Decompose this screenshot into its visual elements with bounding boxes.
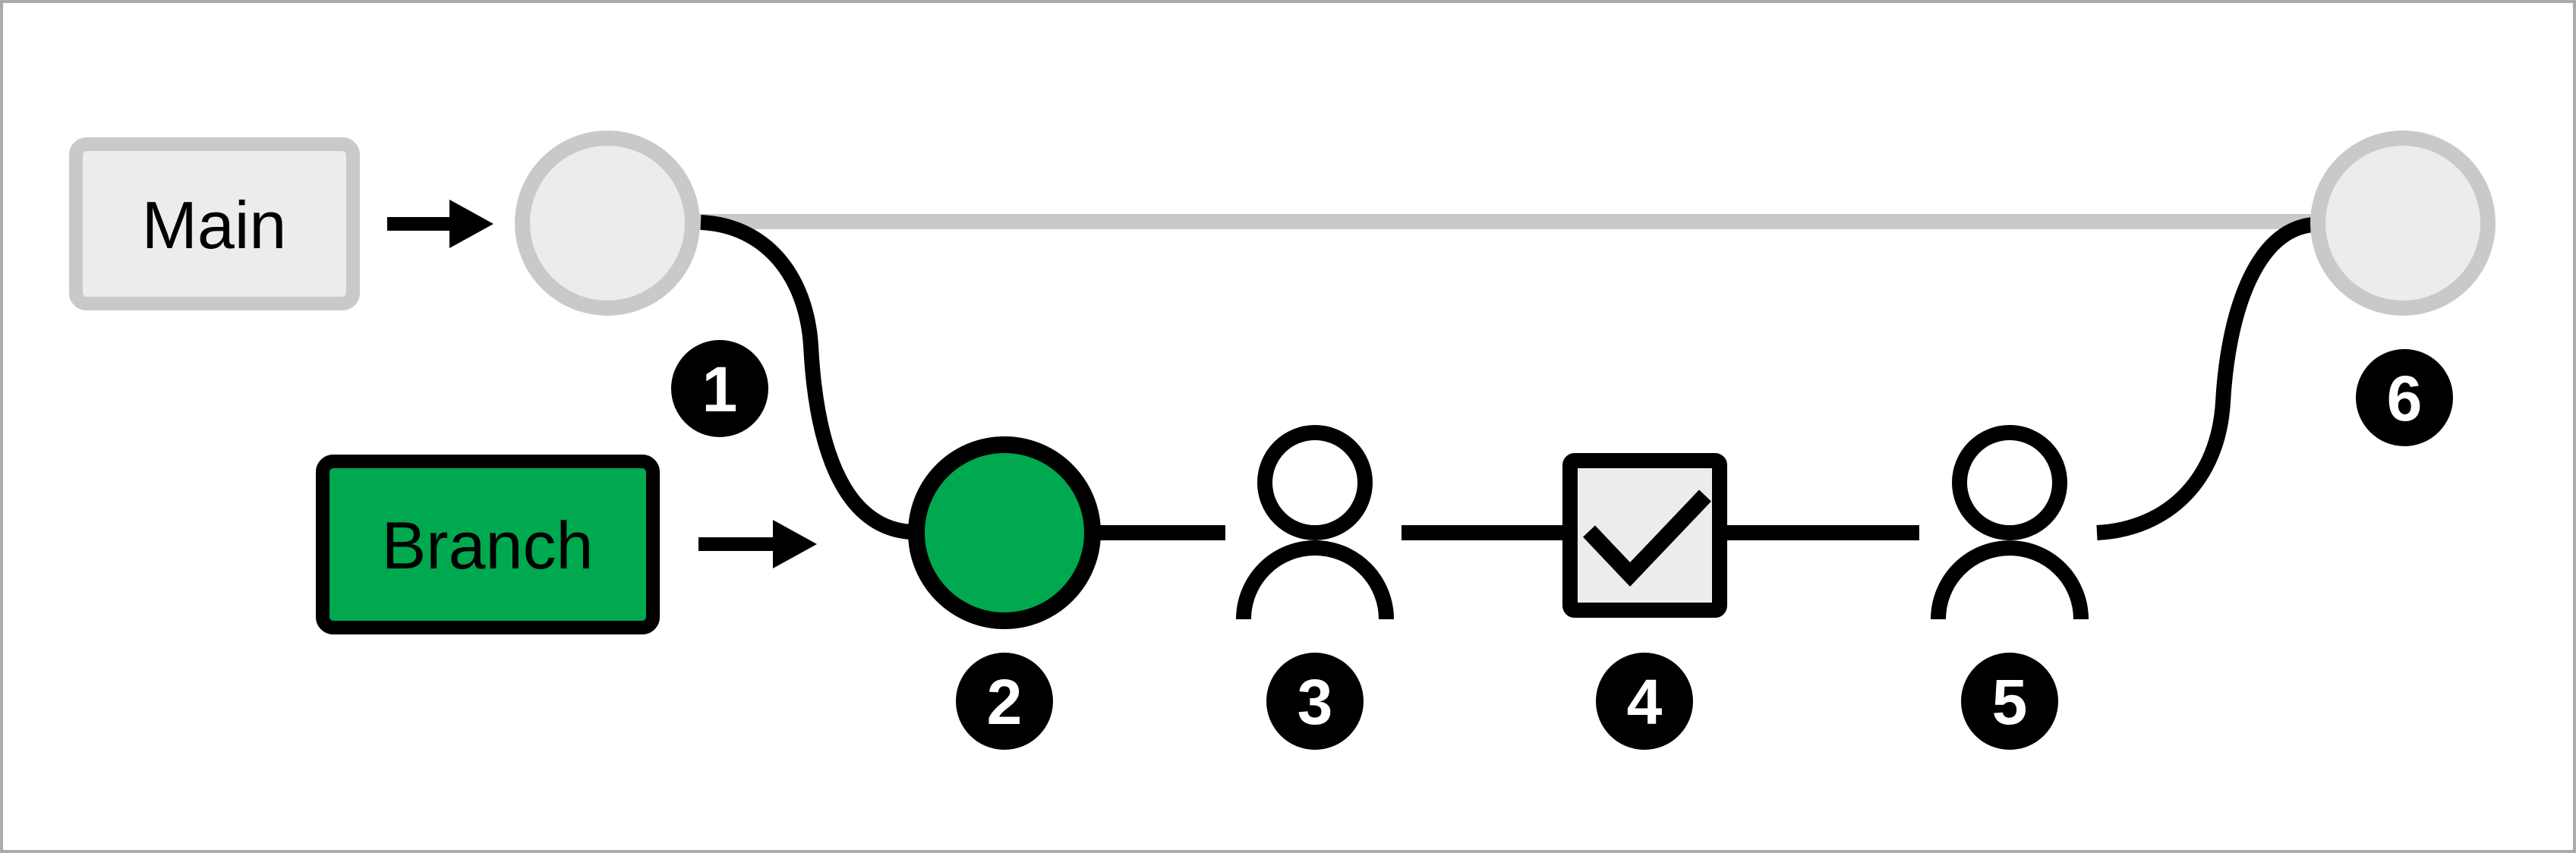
step-badge-4: 4	[1596, 653, 1693, 750]
step-badge-6-circle	[2356, 349, 2453, 446]
main-label: Main	[142, 187, 287, 263]
developer-head	[1257, 425, 1373, 540]
main-merge-node	[2310, 131, 2496, 316]
checkbox-box	[1562, 453, 1727, 618]
main-arrow-icon	[387, 200, 493, 248]
reviewer-shoulders	[1931, 540, 2089, 620]
developer-person-icon	[1236, 425, 1394, 620]
step-badge-6: 6	[2356, 349, 2453, 446]
step-badge-3-number: 3	[1297, 666, 1333, 738]
branch-arrow-icon	[698, 520, 817, 568]
merge-in-curve	[2096, 217, 2315, 540]
branch-label-box	[316, 455, 660, 634]
step-badge-5-number: 5	[1992, 666, 2028, 738]
step-badge-1-number: 1	[702, 354, 738, 425]
step-badge-6-number: 6	[2387, 363, 2423, 434]
step-badge-3-circle	[1266, 653, 1364, 750]
branch-label: Branch	[382, 508, 594, 583]
branch-commit-node	[908, 436, 1101, 629]
reviewer-person-icon	[1931, 425, 2089, 620]
approval-checkbox-icon	[1562, 453, 1727, 618]
branch-out-curve	[700, 215, 913, 540]
step-badge-3: 3	[1266, 653, 1364, 750]
reviewer-head	[1952, 425, 2067, 540]
step-badge-4-number: 4	[1627, 666, 1663, 738]
step-badge-2-number: 2	[987, 666, 1023, 738]
main-label-box	[69, 137, 360, 310]
step-badge-5-circle	[1961, 653, 2058, 750]
step-badge-2: 2	[956, 653, 1053, 750]
main-start-node	[515, 131, 700, 316]
step-badge-2-circle	[956, 653, 1053, 750]
step-badge-5: 5	[1961, 653, 2058, 750]
step-badge-1-circle	[671, 340, 768, 437]
step-badge-1: 1	[671, 340, 768, 437]
step-badge-4-circle	[1596, 653, 1693, 750]
developer-shoulders	[1236, 540, 1394, 620]
checkbox-check-icon	[1583, 489, 1711, 587]
